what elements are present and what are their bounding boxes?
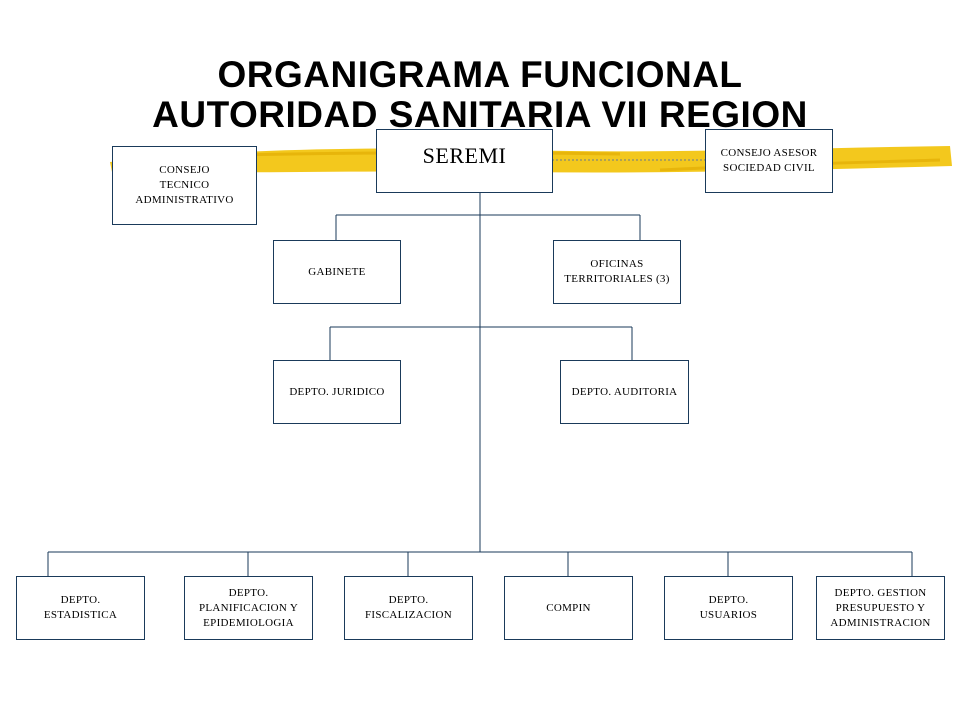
depto-auditoria-box: DEPTO. AUDITORIA (560, 360, 689, 424)
depto-auditoria-label: DEPTO. AUDITORIA (571, 385, 678, 398)
gabinete-label: GABINETE (308, 265, 366, 278)
compin-box: COMPIN (504, 576, 633, 640)
depto-usuarios-label: DEPTO. USUARIOS (699, 594, 758, 621)
oficinas-territoriales-box: OFICINAS TERRITORIALES (3) (553, 240, 681, 304)
depto-usuarios-box: DEPTO. USUARIOS (664, 576, 793, 640)
depto-planificacion-box: DEPTO. PLANIFICACION Y EPIDEMIOLOGIA (184, 576, 313, 640)
depto-gestion-box: DEPTO. GESTION PRESUPUESTO Y ADMINISTRAC… (816, 576, 945, 640)
consejo-asesor-label: CONSEJO ASESOR SOCIEDAD CIVIL (720, 147, 818, 174)
depto-planificacion-label: DEPTO. PLANIFICACION Y EPIDEMIOLOGIA (198, 586, 299, 629)
depto-estadistica-box: DEPTO. ESTADISTICA (16, 576, 145, 640)
gabinete-box: GABINETE (273, 240, 401, 304)
seremi-label: SEREMI (422, 143, 507, 168)
title-line-2: AUTORIDAD SANITARIA VII REGION (152, 94, 808, 135)
consejo-asesor-box: CONSEJO ASESOR SOCIEDAD CIVIL (705, 129, 833, 193)
depto-estadistica-label: DEPTO. ESTADISTICA (43, 594, 118, 621)
consejo-tecnico-label: CONSEJO TECNICO ADMINISTRATIVO (135, 164, 234, 206)
seremi-box: SEREMI (376, 129, 553, 193)
depto-fiscalizacion-box: DEPTO. FISCALIZACION (344, 576, 473, 640)
compin-label: COMPIN (546, 601, 591, 614)
title-line-1: ORGANIGRAMA FUNCIONAL (217, 54, 743, 95)
depto-juridico-box: DEPTO. JURIDICO (273, 360, 401, 424)
consejo-tecnico-box: CONSEJO TECNICO ADMINISTRATIVO (112, 146, 257, 225)
depto-gestion-label: DEPTO. GESTION PRESUPUESTO Y ADMINISTRAC… (830, 586, 931, 629)
depto-juridico-label: DEPTO. JURIDICO (289, 385, 385, 398)
oficinas-territoriales-label: OFICINAS TERRITORIALES (3) (564, 258, 670, 285)
depto-fiscalizacion-label: DEPTO. FISCALIZACION (364, 594, 452, 621)
